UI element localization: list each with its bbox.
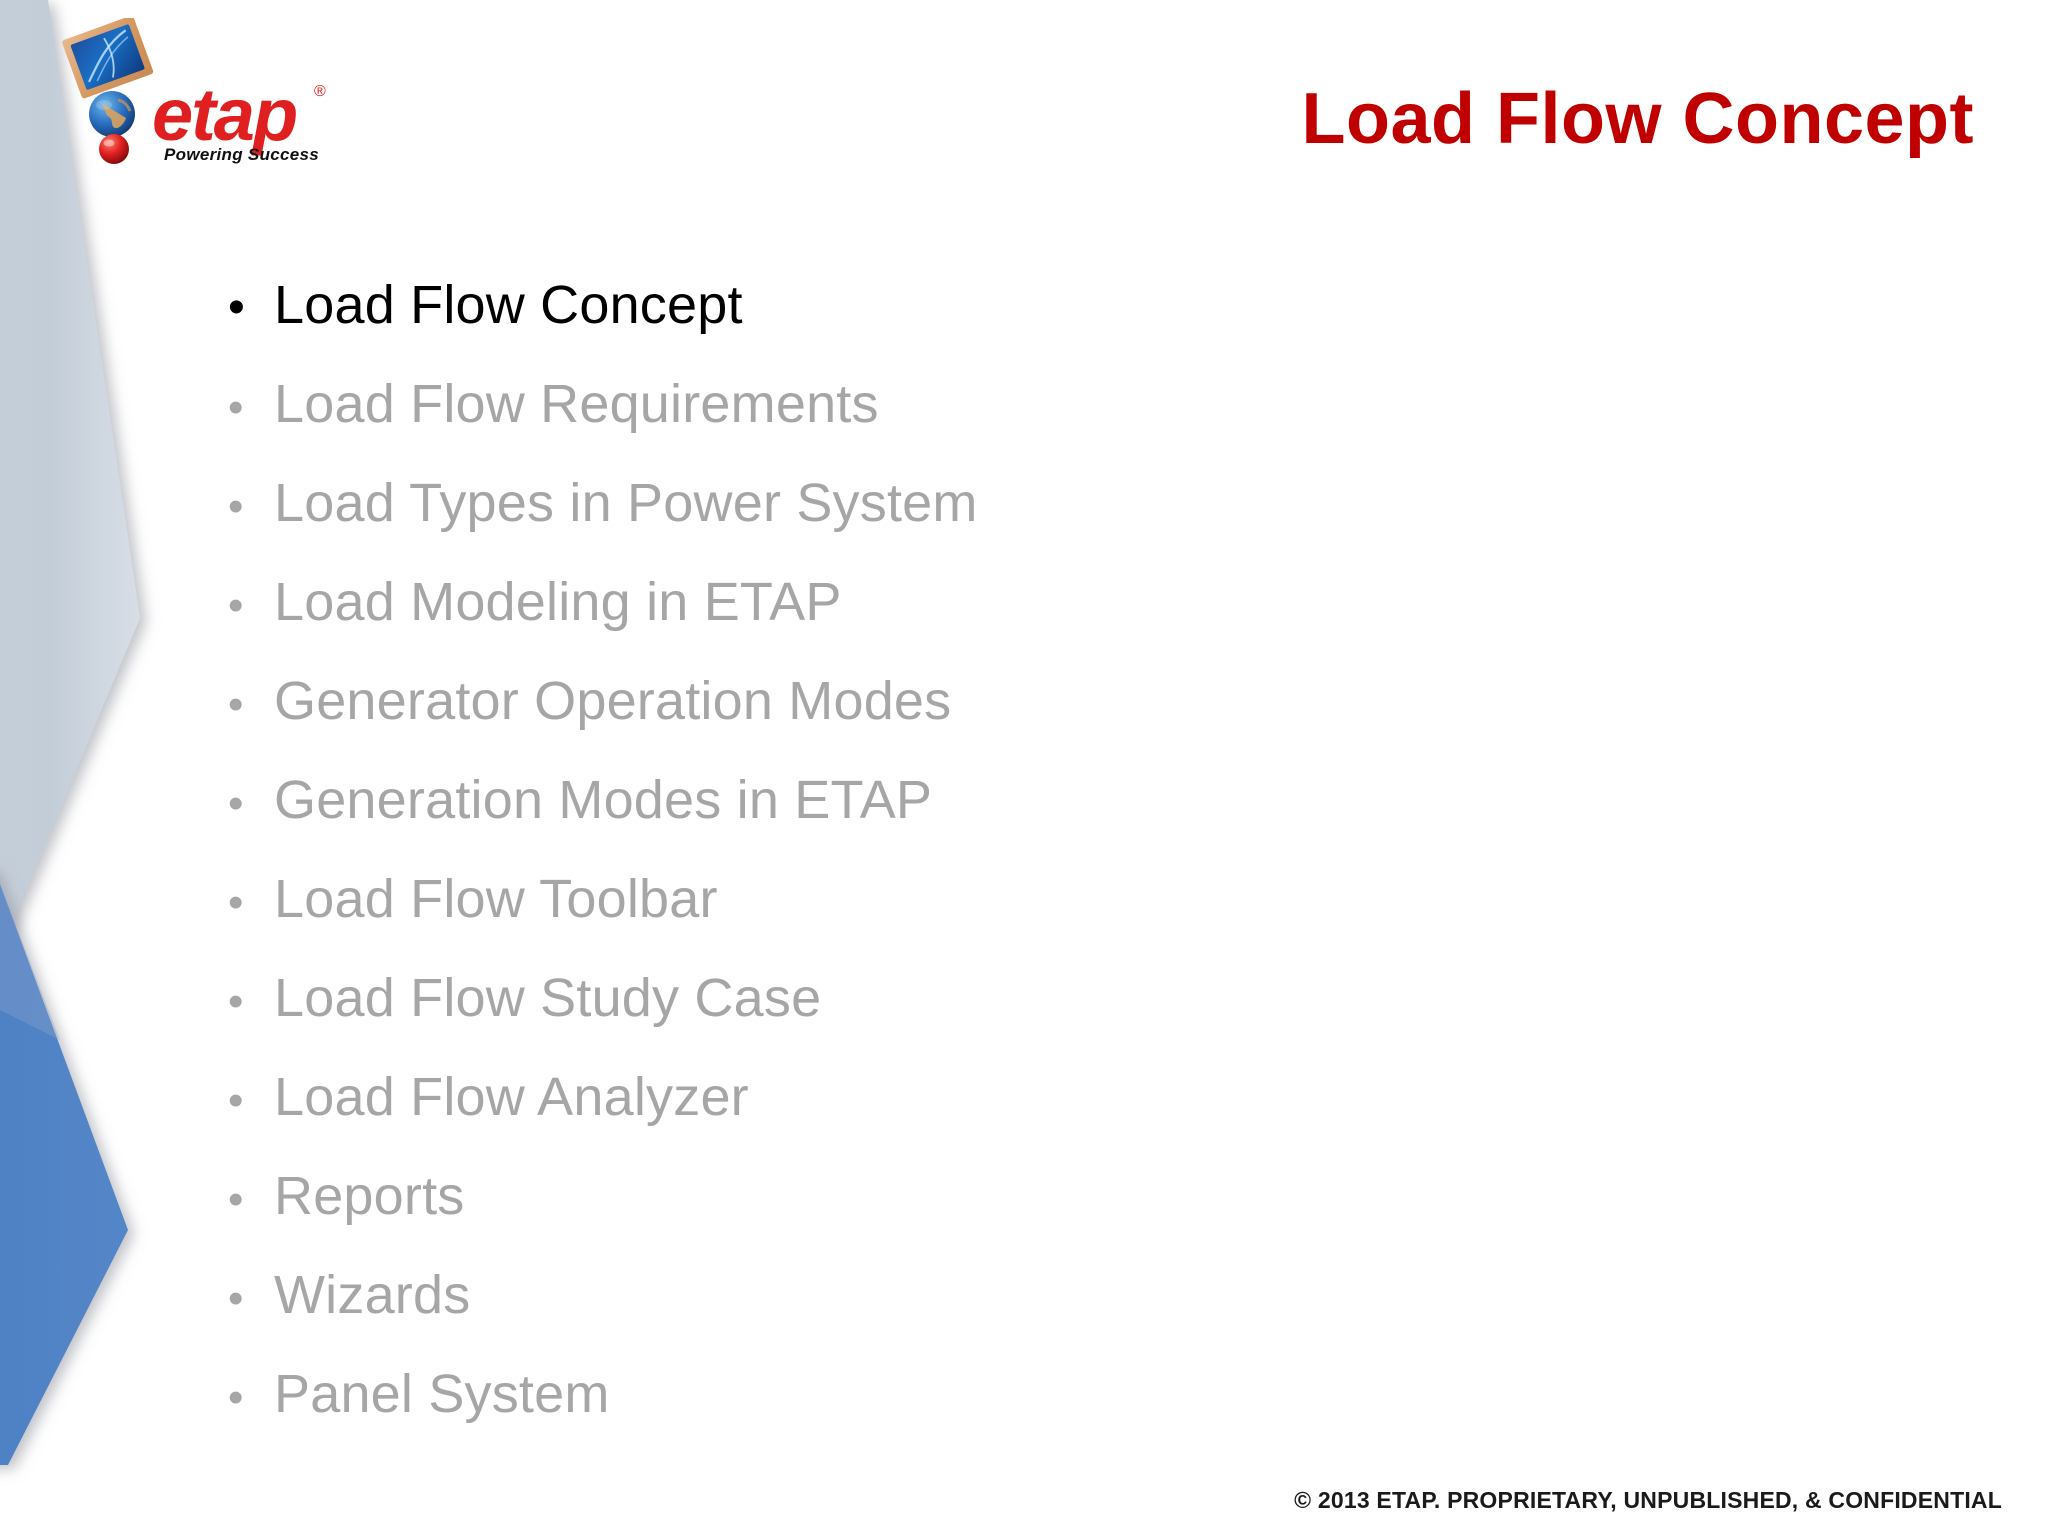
logo-sphere-icon bbox=[99, 134, 129, 164]
logo-registered-mark: ® bbox=[314, 83, 326, 100]
chevron-blue-shape bbox=[0, 884, 128, 1465]
bullet-icon: • bbox=[228, 1175, 244, 1224]
bullet-icon: • bbox=[228, 1373, 244, 1422]
logo-wordmark: etap bbox=[152, 73, 296, 156]
agenda-item-label: Load Flow Analyzer bbox=[274, 1067, 749, 1127]
agenda-item-reports[interactable]: • Reports bbox=[228, 1147, 1528, 1246]
chevron-overlap-tint bbox=[0, 883, 60, 1040]
logo-screen-icon bbox=[62, 18, 154, 99]
agenda-item-generation-modes-in-etap[interactable]: • Generation Modes in ETAP bbox=[228, 751, 1528, 850]
agenda-item-label: Reports bbox=[274, 1166, 465, 1226]
bullet-icon: • bbox=[228, 383, 244, 432]
agenda-item-label: Generator Operation Modes bbox=[274, 671, 952, 731]
logo-tagline: Powering Success bbox=[164, 145, 319, 164]
agenda-item-load-flow-analyzer[interactable]: • Load Flow Analyzer bbox=[228, 1048, 1528, 1147]
etap-logo: etap ® Powering Success bbox=[56, 18, 356, 178]
bullet-icon: • bbox=[228, 281, 245, 334]
agenda-item-load-flow-toolbar[interactable]: • Load Flow Toolbar bbox=[228, 850, 1528, 949]
agenda-item-wizards[interactable]: • Wizards bbox=[228, 1246, 1528, 1345]
bullet-icon: • bbox=[228, 1274, 244, 1323]
agenda-item-load-modeling-in-etap[interactable]: • Load Modeling in ETAP bbox=[228, 553, 1528, 652]
bullet-icon: • bbox=[228, 482, 244, 531]
agenda-item-label: Load Flow Study Case bbox=[274, 968, 822, 1028]
agenda-item-label: Load Flow Concept bbox=[274, 275, 743, 335]
left-decoration bbox=[0, 0, 260, 1536]
agenda-item-label: Wizards bbox=[274, 1265, 471, 1325]
agenda-item-generator-operation-modes[interactable]: • Generator Operation Modes bbox=[228, 652, 1528, 751]
bullet-icon: • bbox=[228, 1076, 244, 1125]
agenda-item-label: Load Flow Toolbar bbox=[274, 869, 718, 929]
bullet-icon: • bbox=[228, 581, 244, 630]
bullet-icon: • bbox=[228, 779, 244, 828]
bullet-icon: • bbox=[228, 977, 244, 1026]
agenda-list: • Load Flow Concept • Load Flow Requirem… bbox=[228, 256, 1528, 1444]
copyright-footer: © 2013 ETAP. PROPRIETARY, UNPUBLISHED, &… bbox=[1294, 1487, 2002, 1513]
bullet-icon: • bbox=[228, 878, 244, 927]
agenda-item-label: Load Flow Requirements bbox=[274, 374, 879, 434]
agenda-item-label: Load Types in Power System bbox=[274, 473, 978, 533]
agenda-item-load-flow-study-case[interactable]: • Load Flow Study Case bbox=[228, 949, 1528, 1048]
agenda-item-load-types-in-power-system[interactable]: • Load Types in Power System bbox=[228, 454, 1528, 553]
agenda-item-label: Panel System bbox=[274, 1364, 610, 1424]
logo-globe-icon bbox=[89, 91, 135, 137]
agenda-item-load-flow-concept[interactable]: • Load Flow Concept bbox=[228, 256, 1528, 355]
page-title: Load Flow Concept bbox=[1301, 79, 1974, 159]
agenda-item-label: Load Modeling in ETAP bbox=[274, 572, 842, 632]
bullet-icon: • bbox=[228, 680, 244, 729]
agenda-item-label: Generation Modes in ETAP bbox=[274, 770, 933, 830]
agenda-item-panel-system[interactable]: • Panel System bbox=[228, 1345, 1528, 1444]
agenda-item-load-flow-requirements[interactable]: • Load Flow Requirements bbox=[228, 355, 1528, 454]
